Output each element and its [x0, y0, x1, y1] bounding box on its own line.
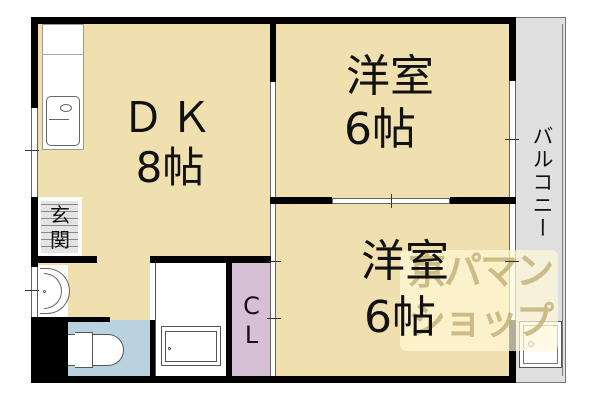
wall-bath-top: [150, 256, 271, 263]
tick-mark: [505, 261, 519, 262]
balcony-label: バルコニー: [530, 125, 554, 240]
sliding-window-balcony: [509, 81, 516, 328]
window-left-washroom: [31, 267, 38, 317]
counter-divider: [43, 54, 83, 55]
closet-label-2: L: [244, 321, 259, 349]
dk-size: 8帖: [135, 143, 205, 192]
door-dk-western: [270, 82, 276, 197]
wall-left-mid: [31, 197, 38, 267]
wall-dk-western: [270, 17, 276, 82]
watermark-line-1: 京パマン: [407, 249, 554, 293]
wall-toilet-block: [38, 317, 68, 383]
tick-mark: [267, 318, 281, 319]
watermark: [400, 250, 558, 351]
tick-mark: [25, 150, 39, 151]
entrance: [38, 197, 82, 257]
western-room-1: [275, 24, 515, 198]
wall-western-divider-right: [450, 197, 516, 204]
western-room-1-size: 6帖: [344, 104, 416, 155]
wall-genkan-bottom: [31, 256, 97, 263]
closet-label-1: C: [243, 292, 260, 320]
wall-bath-closet: [226, 263, 232, 377]
western-room-2-size: 6帖: [364, 292, 436, 343]
western-room-2-label: 洋室: [361, 236, 449, 287]
tick-mark: [391, 194, 392, 208]
wall-left-lower: [31, 317, 38, 383]
wall-toilet-bath: [150, 320, 155, 377]
tick-mark: [505, 139, 519, 140]
kitchen-counter: [42, 24, 84, 150]
tick-mark: [267, 261, 281, 262]
balcony-rail: [562, 24, 563, 376]
entrance-label-2: 関: [50, 228, 70, 252]
bathtub-icon: [161, 326, 221, 366]
watermark-line-2: ショップ: [407, 299, 554, 343]
wall-toilet-top: [68, 317, 110, 322]
entrance-label-1: 玄: [50, 203, 70, 227]
wall-left-upper: [31, 17, 38, 108]
toilet-tank-icon: [75, 332, 93, 368]
sink-icon: [46, 96, 80, 146]
window-left-kitchen: [31, 108, 38, 198]
wall-right-lower: [509, 320, 516, 383]
tick-mark: [25, 290, 39, 291]
door-dk-western-2: [270, 204, 276, 376]
wall-bottom: [31, 376, 515, 383]
wall-right-upper: [509, 17, 516, 81]
wall-western-divider-left: [270, 197, 332, 204]
western-room-1-label: 洋室: [346, 51, 434, 102]
dk-label: ＤＫ: [121, 93, 218, 142]
closet: [232, 263, 271, 377]
